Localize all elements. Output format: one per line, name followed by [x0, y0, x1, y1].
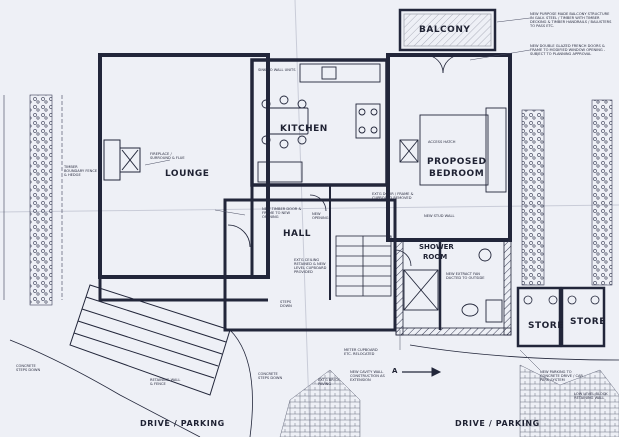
room-label-kitchen: KITCHEN: [280, 124, 328, 134]
bedroom-furniture: [399, 107, 507, 193]
drive-parking-right: DRIVE / PARKING: [455, 419, 540, 428]
note-new-opening: NEW OPENING: [312, 212, 329, 221]
note-new-parking: NEW PARKING TO CONCRETE DRIVE / CAR PARK…: [540, 370, 583, 383]
note-retaining-wall: RETAINING WALL & FENCE: [150, 378, 181, 387]
fireplace: [103, 139, 141, 181]
balcony-structure: [398, 8, 497, 74]
note-extraction: NEW EXTRACT FAN DUCTED TO OUTSIDE: [446, 272, 485, 281]
section-arrow: [402, 367, 442, 377]
building-walls: [98, 53, 512, 332]
room-label-shower-2: ROOM: [423, 253, 448, 261]
hall-stairs: [335, 235, 392, 297]
new-cavity-walls: [395, 239, 512, 336]
drive-outline: [9, 329, 619, 437]
note-concrete-steps: CONCRETE STEPS DOWN: [258, 372, 283, 381]
note-meter: METER CUPBOARD ETC. RELOCATED: [344, 348, 378, 357]
note-brick-paving: EXTG BRICK PAVING: [318, 378, 340, 387]
room-label-bedroom-2: BEDROOM: [429, 169, 485, 179]
note-balcony: NEW PURPOSE MADE BALCONY STRUCTURE IN GA…: [530, 12, 612, 29]
note-rear-wall: LOW LEVEL BLOCK RETAINING WALL: [574, 392, 608, 401]
room-label-bedroom-1: PROPOSED: [427, 157, 487, 167]
room-label-balcony: BALCONY: [419, 25, 471, 35]
door-swings: [227, 194, 412, 267]
room-label-store-right: STORE: [570, 317, 606, 327]
note-ws-steps: CONCRETE STEPS DOWN: [16, 364, 41, 373]
note-steps-down: STEPS DOWN: [280, 300, 292, 309]
note-access-hatch: ACCESS HATCH: [428, 140, 456, 144]
note-ceiling: EXTG CEILING RETAINED & NEW LEVEL CUPBOA…: [294, 258, 327, 275]
note-cupboard-doors: EXTG DOOR / FRAME & CUPBOARD REMOVED: [372, 192, 414, 201]
room-label-hall: HALL: [283, 229, 311, 239]
note-cavity-wall: NEW CAVITY WALL CONSTRUCTION AS EXTENSIO…: [350, 370, 385, 383]
note-fireplace: FIREPLACE / SURROUND & FLUE: [150, 152, 185, 161]
note-timber-door: NEW TIMBER DOOR & FRAME TO NEW OPENING: [262, 207, 302, 220]
note-boundary: TIMBER BOUNDARY FENCE & HEDGE: [64, 165, 98, 178]
stores: [516, 286, 606, 348]
shower-fittings: [403, 248, 503, 323]
room-label-store-left: STORE: [528, 321, 564, 331]
kitchen-fittings: [257, 63, 381, 183]
note-leaders: [144, 17, 541, 371]
room-label-lounge: LOUNGE: [165, 169, 210, 179]
note-stud-wall: NEW STUD WALL: [424, 214, 455, 218]
section-mark: A: [392, 367, 398, 375]
brick-paving: [279, 364, 619, 437]
external-steps: [69, 284, 231, 396]
drive-parking-left: DRIVE / PARKING: [140, 419, 225, 428]
right-boundary-hedge: [521, 99, 613, 286]
room-label-shower-1: SHOWER: [419, 243, 454, 251]
note-french-doors: NEW DOUBLE GLAZED FRENCH DOORS & FRAME T…: [530, 44, 606, 57]
left-boundary-hedge: [3, 94, 63, 306]
note-sink-wall: SINK TO WALL UNITS: [258, 68, 296, 72]
